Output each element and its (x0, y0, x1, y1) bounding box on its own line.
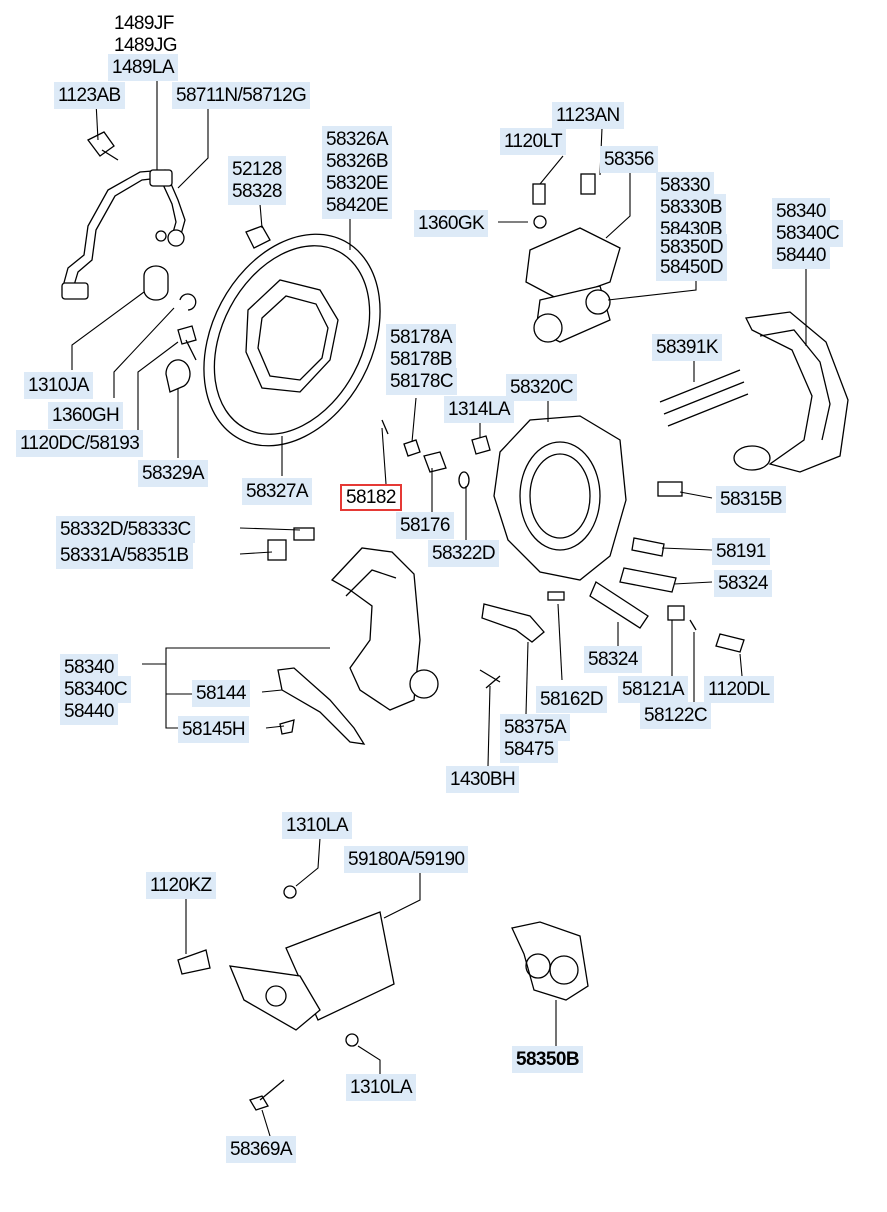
label-58440-right: 58440 (772, 242, 830, 269)
label-58176: 58176 (396, 512, 454, 539)
label-1310la-bottom: 1310LA (346, 1074, 416, 1101)
label-58420e: 58420E (322, 192, 392, 219)
label-1360gk: 1360GK (414, 210, 489, 237)
label-58450d: 58450D (656, 254, 727, 281)
label-1310la-top: 1310LA (282, 812, 352, 839)
label-58332d-58333c: 58332D/58333C (56, 516, 195, 543)
label-58191: 58191 (712, 538, 770, 565)
label-1120kz: 1120KZ (146, 872, 216, 899)
label-58324-a: 58324 (714, 570, 772, 597)
label-58315b: 58315B (716, 486, 786, 513)
left-brake-shoe-illustration (330, 547, 439, 711)
label-58356: 58356 (600, 146, 658, 173)
anchor-plate-illustration (493, 415, 627, 581)
right-brake-shoe-illustration (733, 311, 849, 473)
label-58331a-58351b: 58331A/58351B (56, 542, 193, 569)
label-1489la: 1489LA (108, 54, 178, 81)
label-58144: 58144 (192, 680, 250, 707)
label-1120dl: 1120DL (704, 676, 774, 703)
label-1489jg: 1489JG (114, 35, 178, 56)
label-1120lt: 1120LT (500, 128, 567, 155)
label-1489jf: 1489JF (114, 13, 174, 34)
label-58121a: 58121A (618, 676, 688, 703)
label-58324-b: 58324 (584, 646, 642, 673)
label-1120dc-58193: 1120DC/58193 (16, 430, 144, 457)
label-58369a: 58369A (226, 1136, 296, 1163)
label-1360gh: 1360GH (48, 402, 124, 429)
label-1430bh: 1430BH (446, 766, 520, 793)
brake-lining-illustration (277, 667, 366, 745)
small-hardware-illustration (267, 419, 745, 689)
label-58327a: 58327A (242, 478, 312, 505)
label-58350b: 58350B (512, 1046, 583, 1073)
parking-actuator-illustration (177, 885, 395, 1111)
backing-plate-illustration (203, 233, 381, 447)
label-59180a-59190: 59180A/59190 (344, 846, 469, 873)
label-58440-left: 58440 (60, 698, 118, 725)
leader-lines (71, 80, 807, 1137)
label-1123ab: 1123AB (54, 82, 125, 109)
label-58182: 58182 (340, 484, 402, 511)
label-1310ja: 1310JA (24, 372, 93, 399)
label-58391k: 58391K (652, 334, 722, 361)
label-58475: 58475 (500, 736, 558, 763)
label-58145h: 58145H (178, 716, 249, 743)
label-58322d: 58322D (428, 540, 499, 567)
label-1123an: 1123AN (552, 102, 624, 129)
label-58162d: 58162D (536, 686, 607, 713)
brake-hose-illustration (61, 131, 271, 393)
wheel-cylinder-illustration (525, 173, 621, 343)
label-58329a: 58329A (138, 460, 208, 487)
label-58711n-58712g: 58711N/58712G (172, 82, 311, 109)
return-springs-illustration (659, 369, 749, 427)
bracket-58350b-illustration (511, 921, 589, 1001)
label-58122c: 58122C (640, 702, 711, 729)
label-58320c: 58320C (506, 374, 577, 401)
label-1314la: 1314LA (444, 396, 514, 423)
label-58178c: 58178C (386, 368, 457, 395)
label-58328: 58328 (228, 178, 286, 205)
